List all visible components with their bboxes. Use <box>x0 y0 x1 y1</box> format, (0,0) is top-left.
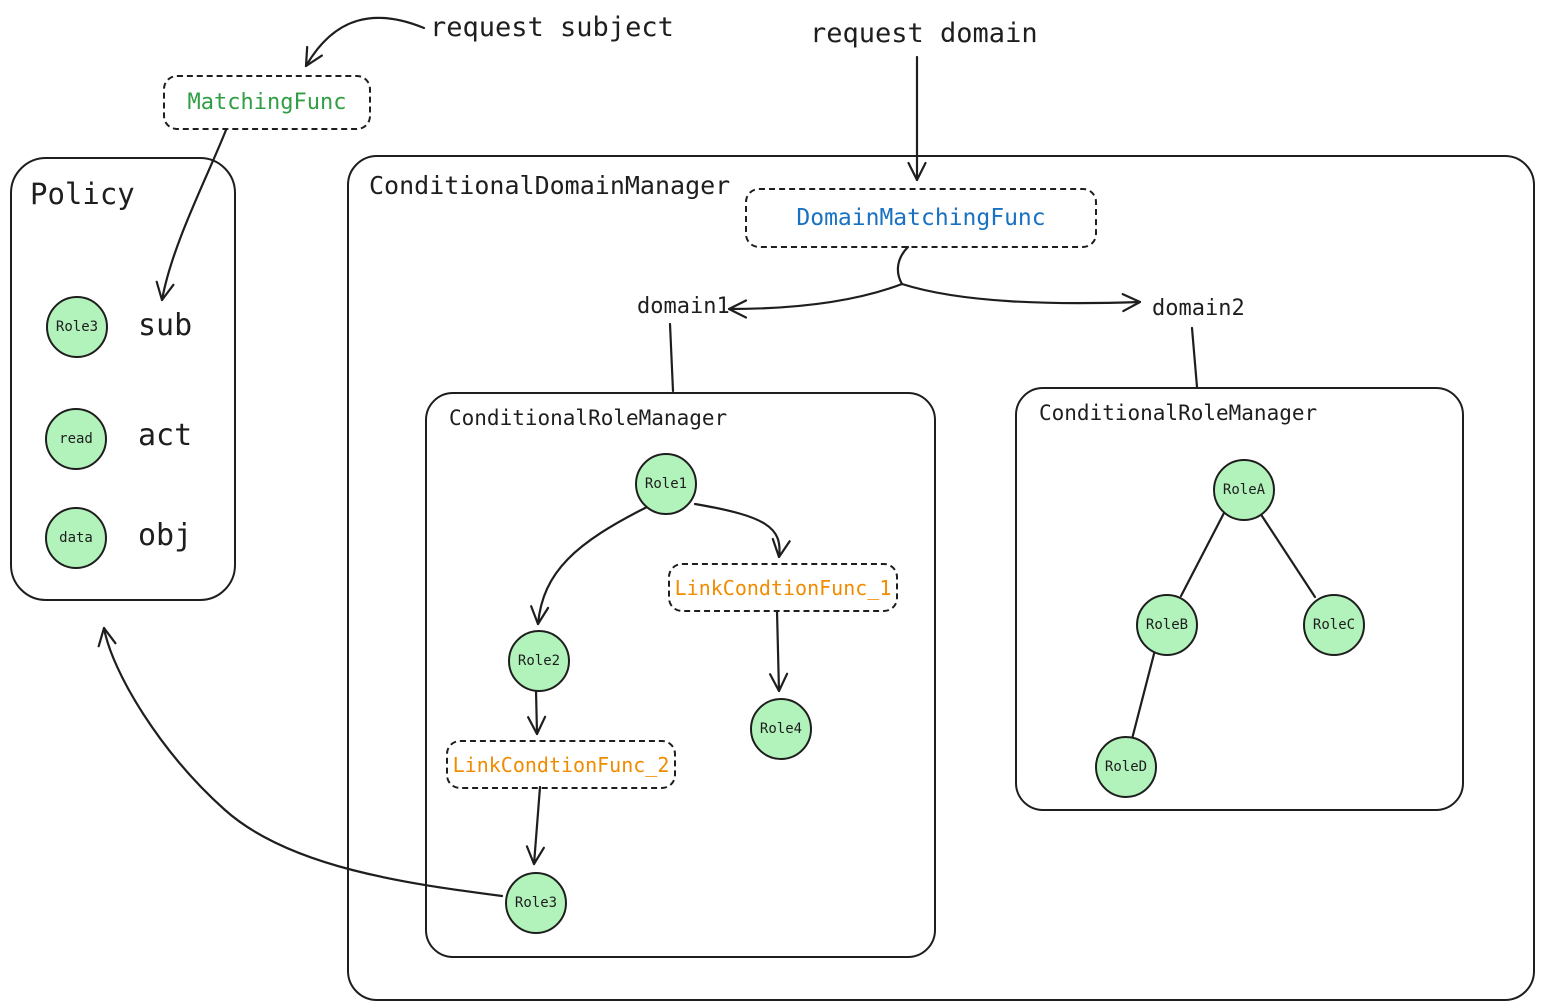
conditional-role-manager-1-box: ConditionalRoleManager <box>425 392 936 958</box>
request-subject-arrow <box>304 16 426 68</box>
policy-node-read-label: read <box>59 431 93 447</box>
link-condtion-func-1-box: LinkCondtionFunc_1 <box>668 563 898 612</box>
domain2-label: domain2 <box>1152 296 1245 321</box>
policy-obj-label: obj <box>138 518 193 553</box>
policy-node-role3-label: Role3 <box>55 319 99 335</box>
policy-node-data: data <box>45 507 107 569</box>
node-roleb: RoleB <box>1136 594 1198 656</box>
request-subject-label: request subject <box>430 12 674 43</box>
node-role4-label: Role4 <box>759 721 803 737</box>
node-role3: Role3 <box>505 872 567 934</box>
node-role1-label: Role1 <box>644 476 688 492</box>
node-role2: Role2 <box>508 630 570 692</box>
node-roled: RoleD <box>1095 736 1157 798</box>
node-roled-label: RoleD <box>1104 759 1148 775</box>
domain-matching-func-box: DomainMatchingFunc <box>745 188 1097 248</box>
policy-box: Policy <box>10 157 236 601</box>
node-role4: Role4 <box>750 698 812 760</box>
matching-func-label: MatchingFunc <box>187 90 347 115</box>
policy-act-label: act <box>138 418 193 453</box>
conditional-role-manager-2-title: ConditionalRoleManager <box>1039 401 1318 425</box>
conditional-role-manager-2-box: ConditionalRoleManager <box>1015 387 1464 811</box>
domain1-label: domain1 <box>637 294 730 319</box>
node-rolea-label: RoleA <box>1222 482 1266 498</box>
link-condtion-func-2-box: LinkCondtionFunc_2 <box>446 740 676 789</box>
link-condtion-func-1-label: LinkCondtionFunc_1 <box>674 575 892 600</box>
matching-func-box: MatchingFunc <box>163 75 371 130</box>
link-condtion-func-2-label: LinkCondtionFunc_2 <box>452 752 670 777</box>
conditional-domain-manager-title: ConditionalDomainManager <box>369 171 731 200</box>
domain-matching-func-label: DomainMatchingFunc <box>796 205 1046 231</box>
node-rolec-label: RoleC <box>1312 617 1356 633</box>
conditional-domain-manager-box: ConditionalDomainManager <box>347 155 1535 1001</box>
node-rolec: RoleC <box>1303 594 1365 656</box>
policy-node-data-label: data <box>59 530 93 546</box>
policy-node-role3: Role3 <box>46 296 108 358</box>
policy-sub-label: sub <box>138 308 193 343</box>
node-role3-label: Role3 <box>514 895 558 911</box>
node-role1: Role1 <box>635 453 697 515</box>
policy-node-read: read <box>45 408 107 470</box>
request-domain-label: request domain <box>810 18 1038 49</box>
policy-title: Policy <box>30 177 135 211</box>
node-rolea: RoleA <box>1213 459 1275 521</box>
conditional-role-manager-1-title: ConditionalRoleManager <box>449 406 728 430</box>
node-roleb-label: RoleB <box>1145 617 1189 633</box>
node-role2-label: Role2 <box>517 653 561 669</box>
